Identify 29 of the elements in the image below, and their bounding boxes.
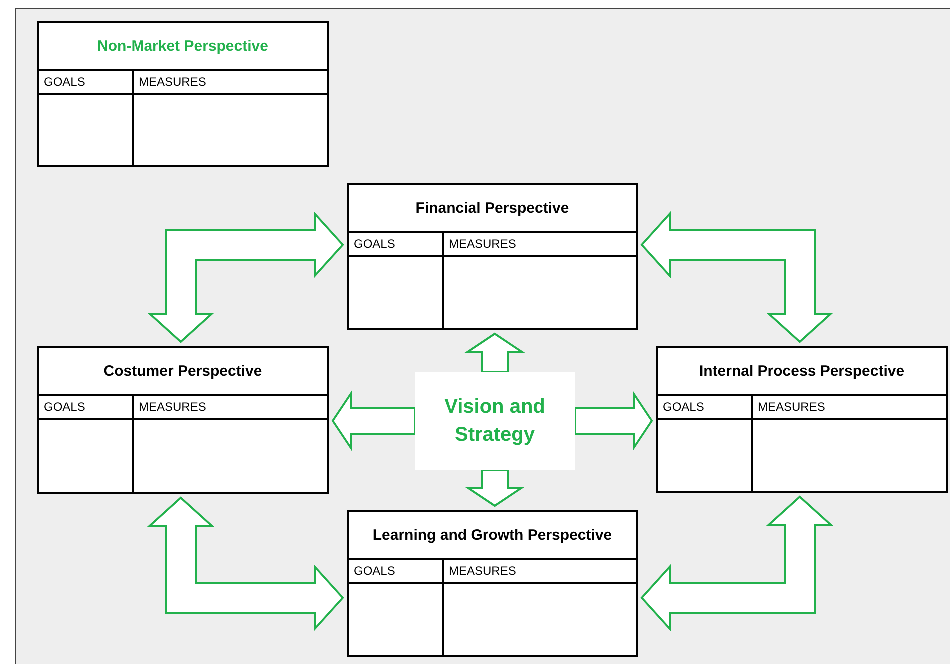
column-header: MEASURES bbox=[449, 564, 516, 578]
perspective-table bbox=[37, 346, 329, 494]
block-arrow bbox=[464, 469, 526, 508]
block-arrow bbox=[464, 332, 526, 373]
perspective-table bbox=[347, 510, 638, 657]
column-header: MEASURES bbox=[449, 237, 516, 251]
table-title: Financial Perspective bbox=[416, 200, 570, 216]
vision-text: Vision and Strategy bbox=[444, 395, 546, 448]
perspective-table bbox=[37, 21, 329, 167]
column-header: MEASURES bbox=[139, 75, 206, 89]
perspective-table bbox=[347, 183, 638, 330]
block-arrow bbox=[147, 211, 344, 344]
block-arrow bbox=[574, 390, 654, 452]
perspective-table bbox=[656, 346, 948, 493]
column-header: GOALS bbox=[44, 400, 86, 414]
block-arrow bbox=[640, 211, 834, 344]
table-title: Internal Process Perspective bbox=[699, 362, 905, 380]
block-arrow bbox=[640, 496, 834, 632]
column-header: GOALS bbox=[663, 400, 704, 414]
table-title: Non-Market Perspective bbox=[98, 38, 268, 54]
block-arrow bbox=[147, 496, 344, 632]
column-header: GOALS bbox=[354, 237, 396, 251]
column-header: GOALS bbox=[44, 75, 86, 89]
table-title: Costumer Perspective bbox=[104, 362, 262, 380]
table-title: Learning and Growth Perspective bbox=[372, 526, 612, 544]
column-header: MEASURES bbox=[758, 400, 826, 414]
column-header: GOALS bbox=[354, 564, 396, 578]
column-header: MEASURES bbox=[139, 400, 206, 414]
block-arrow bbox=[332, 390, 416, 452]
